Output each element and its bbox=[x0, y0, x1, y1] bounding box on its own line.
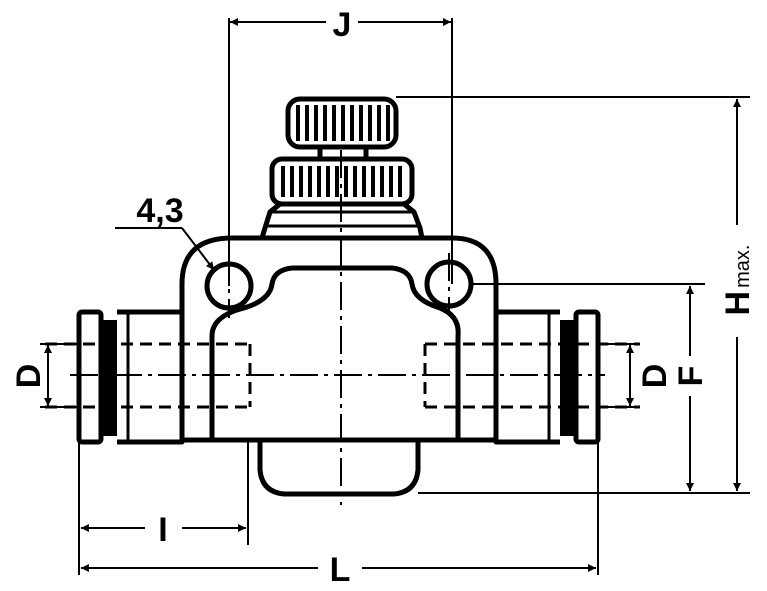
label-J: J bbox=[333, 6, 352, 44]
extension-lines bbox=[40, 18, 750, 575]
dim-D-right: D bbox=[626, 345, 674, 406]
knob-knurl bbox=[296, 105, 390, 141]
label-F: F bbox=[672, 366, 710, 387]
left-fitting bbox=[76, 309, 185, 445]
dim-L: L bbox=[81, 551, 596, 589]
label-hole: 4,3 bbox=[136, 192, 183, 230]
dim-F: F bbox=[672, 286, 710, 491]
lock-nut-knurl bbox=[281, 166, 402, 197]
label-H: Hmax. bbox=[719, 245, 757, 316]
dim-hole: 4,3 bbox=[115, 192, 215, 271]
dim-I: I bbox=[81, 511, 246, 549]
label-D-left: D bbox=[10, 364, 48, 389]
neck bbox=[259, 202, 425, 239]
right-fitting bbox=[493, 309, 601, 445]
label-L: L bbox=[330, 551, 351, 589]
dim-H: Hmax. bbox=[718, 99, 757, 491]
dim-J: J bbox=[230, 6, 451, 44]
valve-bottom bbox=[257, 440, 421, 497]
label-I: I bbox=[158, 511, 167, 549]
label-D-right: D bbox=[636, 364, 674, 389]
dim-D-left: D bbox=[10, 345, 52, 406]
